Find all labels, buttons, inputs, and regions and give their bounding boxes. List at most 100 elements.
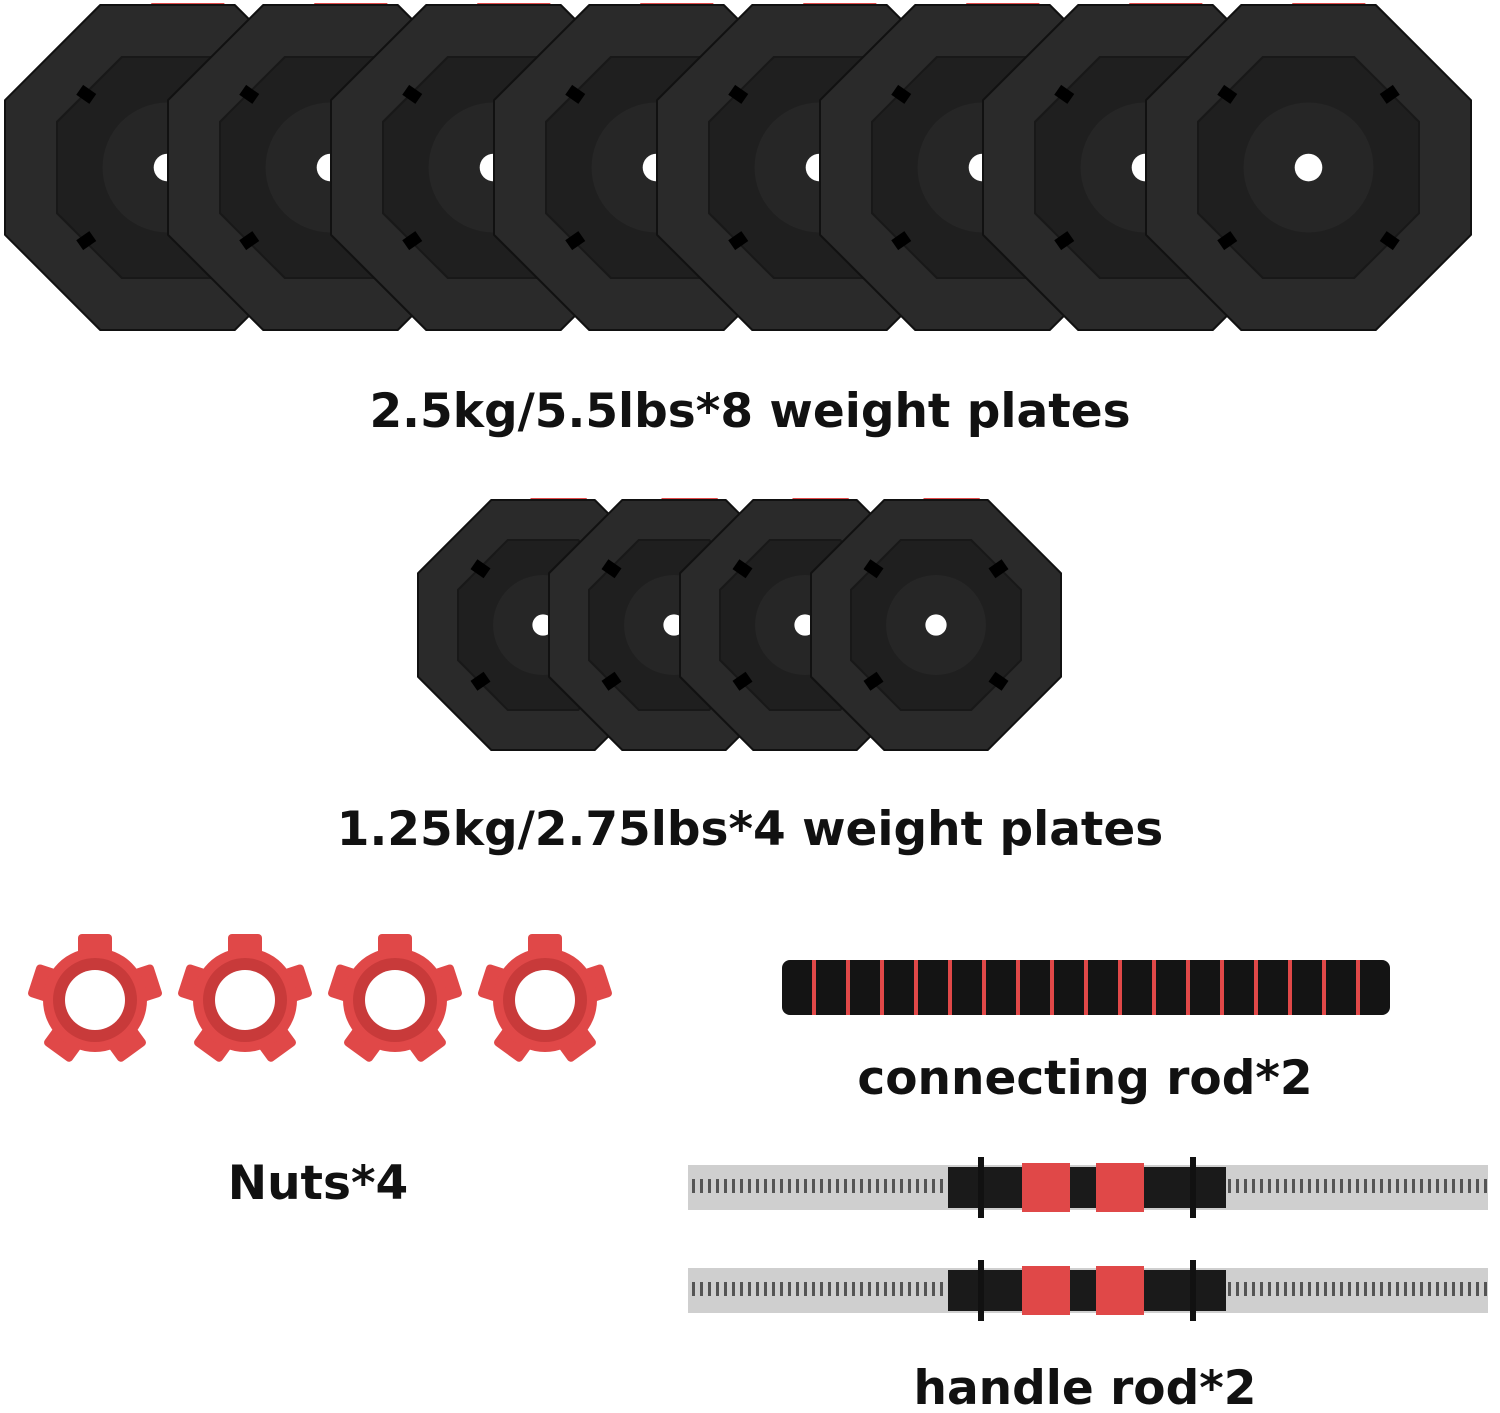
thread	[932, 1282, 935, 1296]
thread	[716, 1179, 719, 1193]
thread	[692, 1179, 695, 1193]
thread	[1412, 1179, 1415, 1193]
slot	[988, 671, 1009, 691]
thread	[860, 1282, 863, 1296]
handle-rod-label: handle rod*2	[913, 1361, 1257, 1413]
slot	[601, 559, 622, 579]
thread	[916, 1282, 919, 1296]
thread	[772, 1282, 775, 1296]
thread	[932, 1179, 935, 1193]
thread	[1348, 1282, 1351, 1296]
rod-stripe	[1288, 960, 1292, 1015]
thread	[908, 1179, 911, 1193]
thread	[788, 1282, 791, 1296]
thread	[884, 1282, 887, 1296]
thread	[748, 1179, 751, 1193]
thread	[1468, 1282, 1471, 1296]
rod-stripe	[812, 960, 816, 1015]
nut-hole	[515, 970, 575, 1030]
thread	[908, 1282, 911, 1296]
thread	[1316, 1179, 1319, 1193]
thread	[1404, 1179, 1407, 1193]
thread	[780, 1282, 783, 1296]
slot	[988, 559, 1009, 579]
slot	[1379, 231, 1400, 251]
grip-collar	[1190, 1157, 1196, 1218]
grip-red-band	[1096, 1163, 1144, 1212]
rod-stripe	[948, 960, 952, 1015]
thread	[940, 1179, 943, 1193]
thread	[1380, 1179, 1383, 1193]
thread	[868, 1179, 871, 1193]
thread	[1228, 1179, 1231, 1193]
nut-hole	[65, 970, 125, 1030]
rod-stripe	[1152, 960, 1156, 1015]
nut	[28, 934, 162, 1062]
thread	[916, 1179, 919, 1193]
thread	[1460, 1282, 1463, 1296]
thread	[1412, 1282, 1415, 1296]
thread	[764, 1179, 767, 1193]
thread	[1444, 1179, 1447, 1193]
thread	[1324, 1179, 1327, 1193]
slot	[1379, 84, 1400, 104]
thread	[1476, 1282, 1479, 1296]
thread	[1284, 1282, 1287, 1296]
small-plates-label: 1.25kg/2.75lbs*4 weight plates	[336, 802, 1164, 857]
thread	[788, 1179, 791, 1193]
thread	[924, 1179, 927, 1193]
thread	[876, 1179, 879, 1193]
thread	[804, 1282, 807, 1296]
thread	[772, 1179, 775, 1193]
slot	[565, 84, 586, 104]
thread	[724, 1179, 727, 1193]
rod-stripe	[1220, 960, 1224, 1015]
thread	[852, 1282, 855, 1296]
nuts-group	[28, 934, 612, 1062]
large-weight-plates	[4, 3, 1472, 331]
rod-stripe	[1050, 960, 1054, 1015]
slot	[470, 559, 491, 579]
thread	[1268, 1179, 1271, 1193]
thread	[1308, 1179, 1311, 1193]
thread	[1388, 1179, 1391, 1193]
rod-stripe	[1356, 960, 1360, 1015]
thread	[1468, 1179, 1471, 1193]
thread	[1268, 1282, 1271, 1296]
rod-stripe	[1016, 960, 1020, 1015]
thread	[828, 1282, 831, 1296]
thread	[1308, 1282, 1311, 1296]
thread	[1260, 1179, 1263, 1193]
rod-stripe	[1186, 960, 1190, 1015]
thread	[892, 1282, 895, 1296]
rod-stripe	[1118, 960, 1122, 1015]
thread	[852, 1179, 855, 1193]
thread	[1340, 1282, 1343, 1296]
large-plates-label: 2.5kg/5.5lbs*8 weight plates	[369, 384, 1131, 439]
slot	[76, 84, 97, 104]
thread	[900, 1282, 903, 1296]
thread	[1252, 1282, 1255, 1296]
thread	[1236, 1282, 1239, 1296]
thread	[740, 1282, 743, 1296]
thread	[756, 1179, 759, 1193]
thread	[1300, 1282, 1303, 1296]
rod-stripe	[1322, 960, 1326, 1015]
center-hole	[925, 614, 947, 636]
grip-collar	[978, 1260, 984, 1321]
thread	[1300, 1179, 1303, 1193]
weight-plate	[1145, 3, 1472, 331]
slot	[402, 231, 423, 251]
connecting-rod-label: connecting rod*2	[857, 1051, 1313, 1106]
thread	[724, 1282, 727, 1296]
slot	[239, 231, 260, 251]
thread	[1428, 1282, 1431, 1296]
thread	[1476, 1179, 1479, 1193]
thread	[940, 1282, 943, 1296]
thread	[1236, 1179, 1239, 1193]
slot	[601, 671, 622, 691]
slot	[728, 84, 749, 104]
thread	[1292, 1179, 1295, 1193]
thread	[1420, 1282, 1423, 1296]
handle-rod	[688, 1157, 1488, 1218]
